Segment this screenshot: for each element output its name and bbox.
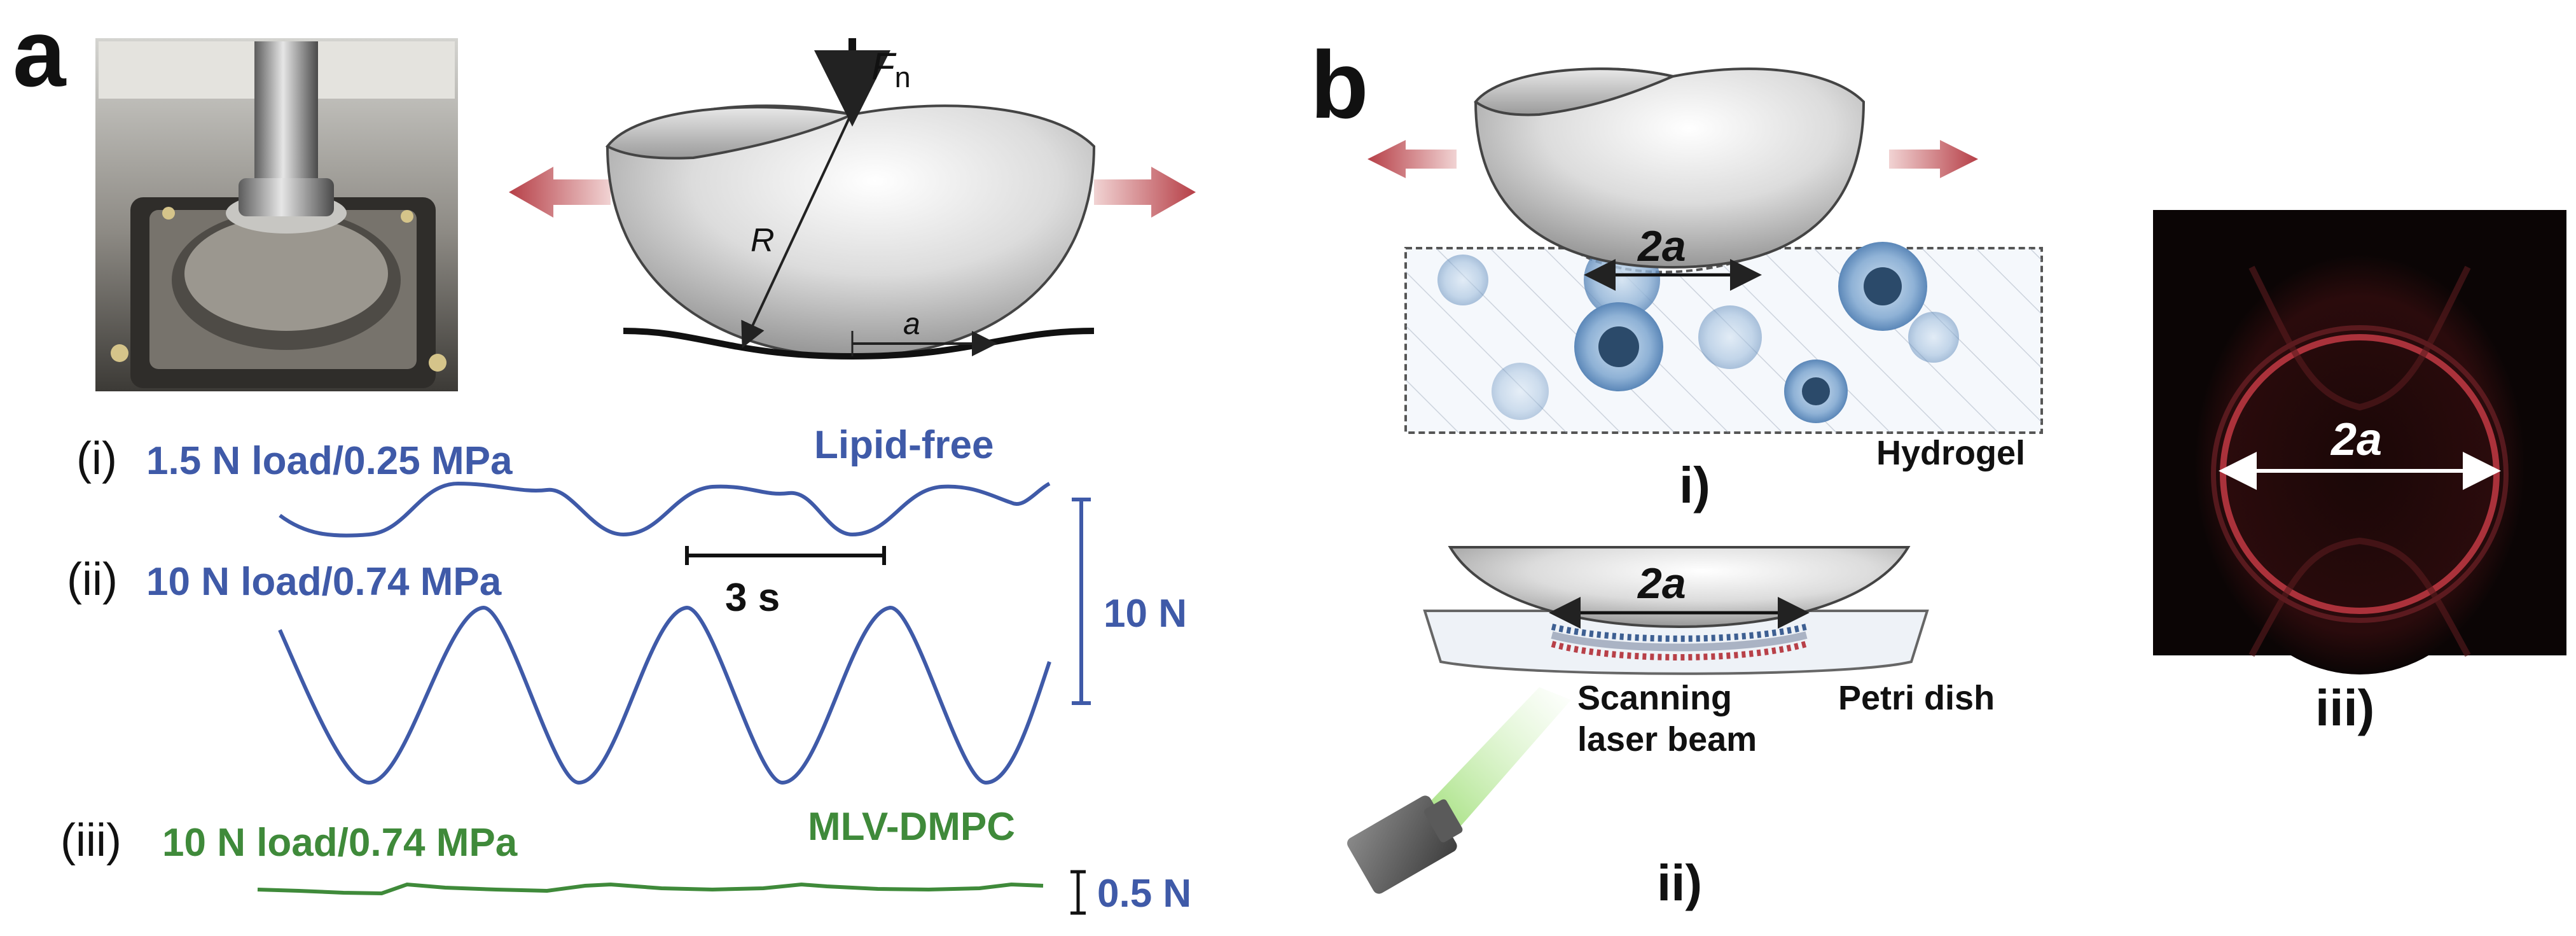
contact-micrograph (2153, 210, 2566, 674)
trace-iii-sample: MLV-DMPC (808, 805, 1015, 849)
force-scale-big-label: 10 N (1104, 592, 1187, 636)
trace-i-condition: 1.5 N load/0.25 MPa (146, 439, 513, 483)
laser-label-line1: Scanning (1577, 679, 1732, 717)
petri-dish-setup (1347, 546, 1929, 894)
petri-dish-label: Petri dish (1838, 679, 1995, 717)
contact-diameter-i: 2a (1637, 222, 1686, 270)
sphere-contact-schematic (605, 38, 1096, 360)
force-label: Fn (871, 45, 911, 94)
sphere-on-hydrogel (1474, 67, 1866, 291)
trace-iii-condition: 10 N load/0.74 MPa (162, 821, 518, 865)
laser-label-line2: laser beam (1577, 720, 1757, 758)
time-scale-bar (685, 546, 886, 565)
trace-i-line (279, 481, 1051, 538)
hydrogel-block (1404, 242, 2043, 434)
sub-i-label: i) (1679, 457, 1710, 513)
motion-arrow-left-icon (1368, 140, 1457, 178)
motion-arrow-right-icon (1889, 140, 1978, 178)
trace-ii-roman: (ii) (67, 554, 118, 605)
trace-ii-line (278, 605, 1051, 785)
trace-i-sample: Lipid-free (814, 423, 994, 467)
panel-b-label: b (1310, 31, 1369, 138)
hydrogel-label: Hydrogel (1876, 434, 2025, 472)
motion-arrow-left-icon (509, 167, 611, 218)
radius-label: R (751, 222, 775, 259)
force-scale-bar-small (1070, 870, 1086, 915)
contact-diameter-ii: 2a (1637, 559, 1686, 608)
force-scale-small-label: 0.5 N (1097, 872, 1191, 916)
contact-radius-label: a (903, 307, 920, 341)
tribometer-photo (95, 38, 458, 391)
trace-i-roman: (i) (76, 433, 117, 484)
contact-diameter-iii: 2a (2330, 414, 2382, 465)
time-scale-label: 3 s (725, 576, 780, 620)
trace-iii-roman: (iii) (60, 815, 121, 866)
sub-iii-label: iii) (2315, 680, 2374, 736)
trace-ii-condition: 10 N load/0.74 MPa (146, 560, 502, 604)
sub-ii-label: ii) (1657, 855, 1702, 911)
trace-iii-line (257, 882, 1044, 896)
motion-arrow-right-icon (1094, 167, 1196, 218)
force-scale-bar-big (1072, 498, 1091, 705)
panel-a-label: a (13, 0, 67, 106)
